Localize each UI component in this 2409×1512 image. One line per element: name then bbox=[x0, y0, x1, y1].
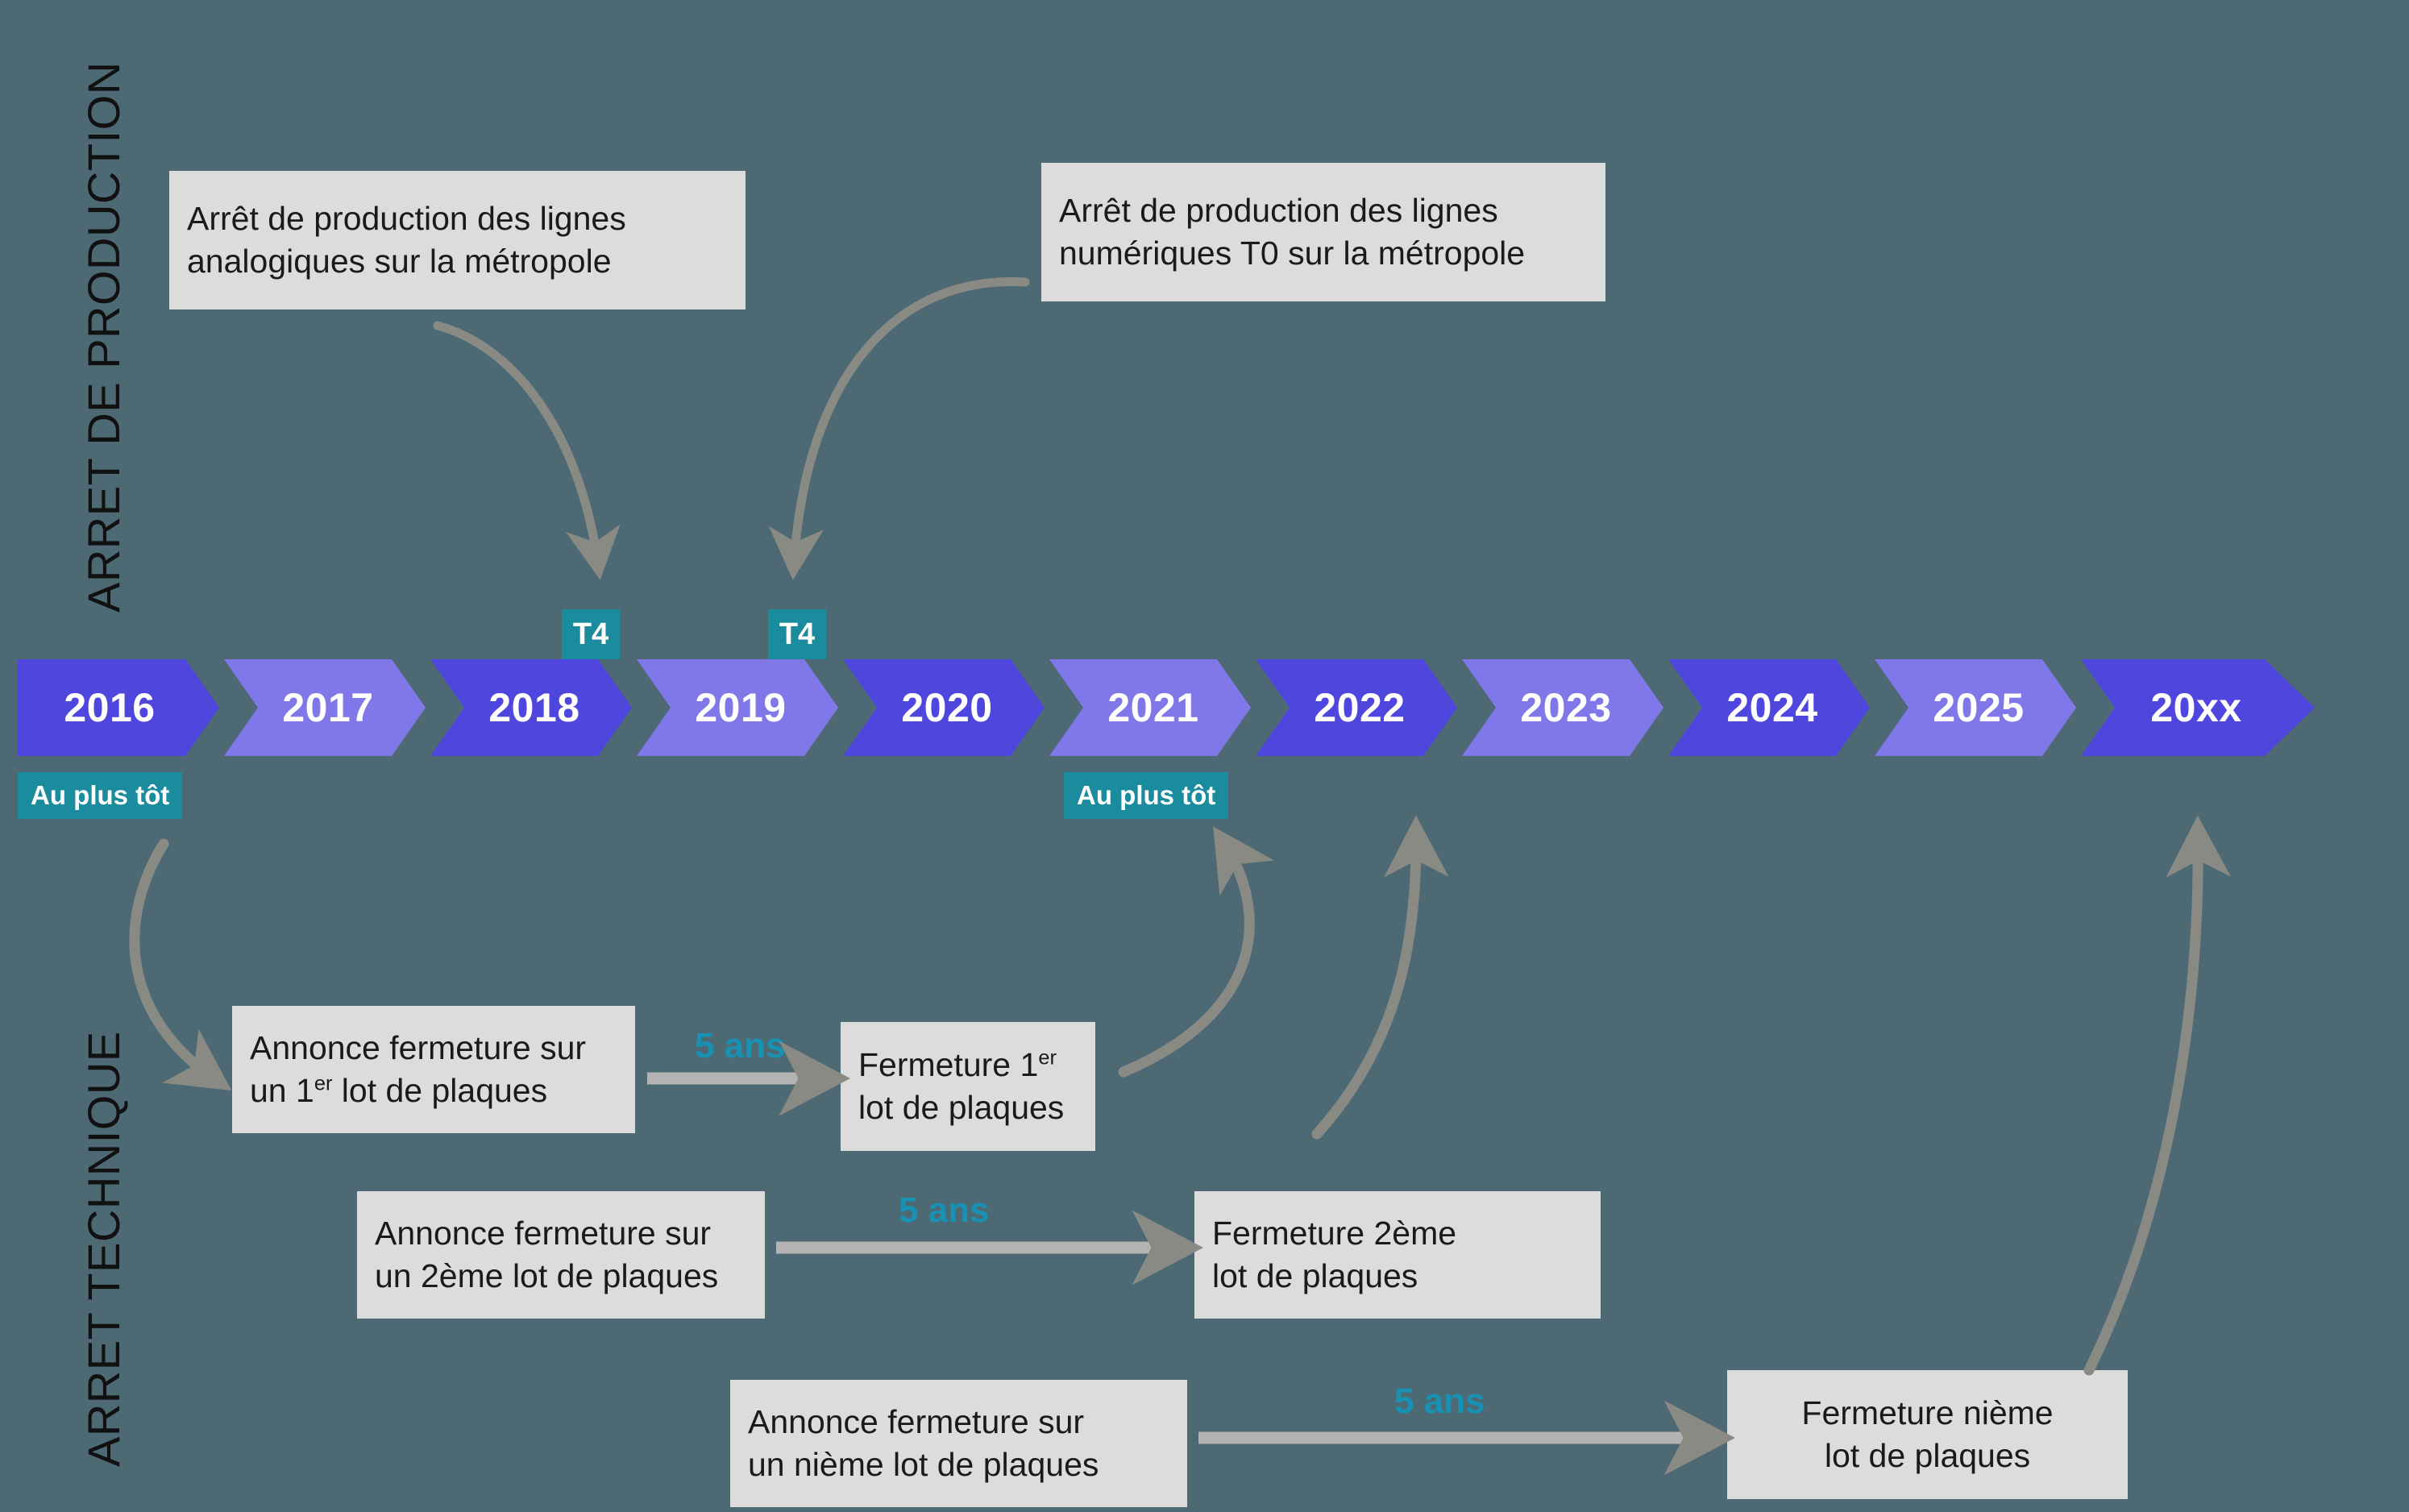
timeline-segment-label: 2023 bbox=[1520, 685, 1612, 730]
timeline-segment-2025[interactable]: 2025 bbox=[1875, 659, 2076, 756]
duration-label-row-1: 5 ans bbox=[695, 1026, 786, 1065]
badge-t4-2018: T4 bbox=[562, 609, 620, 659]
timeline-segment-label: 2021 bbox=[1107, 685, 1199, 730]
announce-3-line1: Annonce fermeture sur bbox=[748, 1402, 1085, 1440]
callout-digital-line1: Arrêt de production des lignes bbox=[1059, 191, 1498, 229]
lane-label-arret-technique: ARRET TECHNIQUE bbox=[78, 1031, 129, 1467]
announce-2-line1: Annonce fermeture sur bbox=[375, 1214, 712, 1252]
closure-1-line2: lot de plaques bbox=[858, 1089, 1065, 1126]
box-closure-lot-1: Fermeture 1er lot de plaques bbox=[841, 1022, 1095, 1151]
badge-t4-2019: T4 bbox=[768, 609, 826, 659]
timeline-segment-20xx[interactable]: 20xx bbox=[2081, 659, 2315, 756]
box-closure-lot-2: Fermeture 2ème lot de plaques bbox=[1194, 1191, 1601, 1319]
timeline-segment-label: 2025 bbox=[1933, 685, 2025, 730]
duration-label-row-2: 5 ans bbox=[899, 1190, 990, 1230]
timeline-segment-2016[interactable]: 2016 bbox=[18, 659, 219, 756]
timeline-segment-2023[interactable]: 2023 bbox=[1462, 659, 1663, 756]
timeline-segment-2022[interactable]: 2022 bbox=[1256, 659, 1457, 756]
box-announce-lot-1: Annonce fermeture sur un 1er lot de plaq… bbox=[232, 1006, 635, 1133]
curved-arrow-up-icon-row1-to-2021 bbox=[1118, 826, 1274, 1078]
closure-1-line1: Fermeture 1er bbox=[858, 1045, 1057, 1083]
curved-arrow-up-icon-row3-to-20xx bbox=[2083, 815, 2231, 1376]
curved-arrow-down-icon-digital bbox=[768, 276, 1030, 580]
box-announce-lot-n: Annonce fermeture sur un nième lot de pl… bbox=[730, 1380, 1187, 1507]
announce-1-line1: Annonce fermeture sur bbox=[250, 1028, 587, 1066]
callout-analog-line2: analogiques sur la métropole bbox=[187, 243, 612, 280]
timeline-segment-label: 2018 bbox=[488, 685, 580, 730]
timeline-segment-2018[interactable]: 2018 bbox=[430, 659, 632, 756]
lane-label-arret-de-production: ARRET DE PRODUCTION bbox=[78, 61, 129, 613]
timeline-segment-label: 2016 bbox=[64, 685, 156, 730]
duration-label-row-3: 5 ans bbox=[1394, 1381, 1485, 1421]
timeline-segment-label: 2020 bbox=[901, 685, 993, 730]
curved-arrow-up-icon-row2-to-2022 bbox=[1311, 815, 1449, 1140]
timeline-segment-label: 2022 bbox=[1314, 685, 1406, 730]
timeline-segment-label: 2024 bbox=[1726, 685, 1818, 730]
closure-3-line1: Fermeture nième bbox=[1801, 1394, 2054, 1431]
announce-3-line2: un nième lot de plaques bbox=[748, 1446, 1099, 1483]
timeline-segment-label: 2019 bbox=[695, 685, 787, 730]
timeline-segment-2021[interactable]: 2021 bbox=[1049, 659, 1251, 756]
timeline-segment-2020[interactable]: 2020 bbox=[843, 659, 1045, 756]
callout-arret-production-numeriques: Arrêt de production des lignes numérique… bbox=[1041, 163, 1605, 301]
callout-digital-line2: numériques T0 sur la métropole bbox=[1059, 235, 1526, 272]
badge-au-plus-tot-2016: Au plus tôt bbox=[18, 772, 183, 819]
box-closure-lot-n: Fermeture nième lot de plaques bbox=[1727, 1370, 2128, 1499]
timeline-segment-2019[interactable]: 2019 bbox=[637, 659, 838, 756]
closure-3-line2: lot de plaques bbox=[1824, 1437, 2031, 1474]
announce-1-line2: un 1er lot de plaques bbox=[250, 1072, 548, 1109]
curved-arrow-down-icon-2016-to-row1 bbox=[129, 838, 232, 1091]
closure-2-line1: Fermeture 2ème bbox=[1212, 1214, 1457, 1252]
curved-arrow-down-icon-analog bbox=[433, 321, 621, 580]
announce-2-line2: un 2ème lot de plaques bbox=[375, 1257, 719, 1294]
closure-2-line2: lot de plaques bbox=[1212, 1257, 1418, 1294]
timeline-segment-label: 2017 bbox=[282, 685, 374, 730]
timeline-segment-2017[interactable]: 2017 bbox=[224, 659, 426, 756]
callout-analog-line1: Arrêt de production des lignes bbox=[187, 199, 626, 237]
timeline-segment-2024[interactable]: 2024 bbox=[1668, 659, 1870, 756]
callout-arret-production-analogiques: Arrêt de production des lignes analogiqu… bbox=[169, 171, 746, 309]
box-announce-lot-2: Annonce fermeture sur un 2ème lot de pla… bbox=[357, 1191, 765, 1319]
badge-au-plus-tot-2021: Au plus tôt bbox=[1064, 772, 1229, 819]
year-timeline: 2016 2017 2018 2019 2020 2021 2022 2023 2024 2025… bbox=[18, 659, 2320, 756]
timeline-segment-label: 20xx bbox=[2150, 685, 2242, 730]
